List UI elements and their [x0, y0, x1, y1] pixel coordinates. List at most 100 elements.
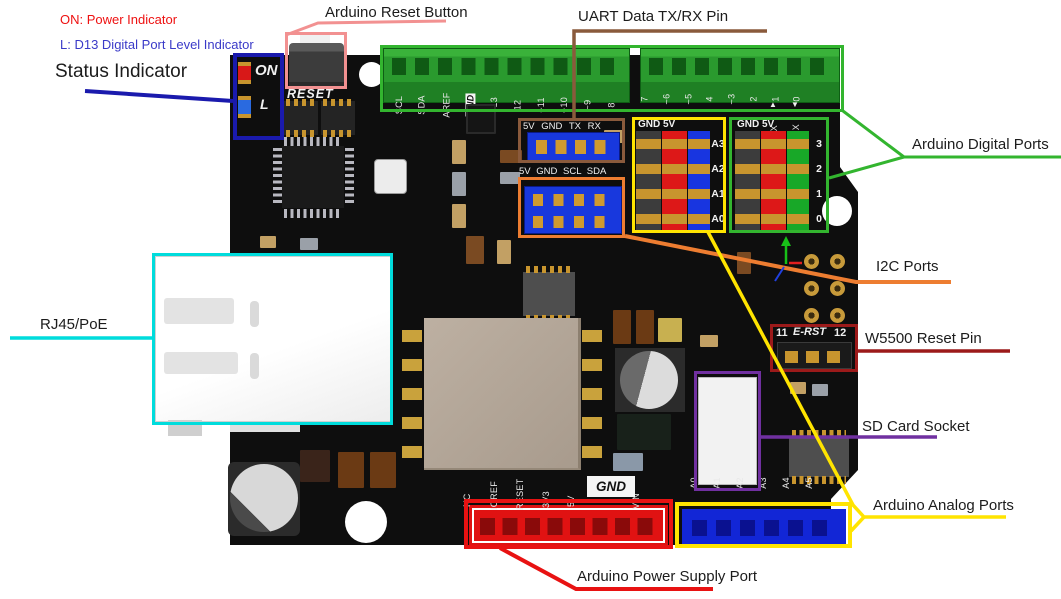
icsp-pad: [804, 308, 819, 323]
rj45-foot: [230, 422, 300, 432]
smd-component: [338, 452, 364, 488]
capacitor: [228, 462, 300, 536]
rj45-jack: [155, 256, 391, 422]
analog-block-5v-column: [662, 131, 687, 231]
ic-chip: [321, 99, 355, 137]
pin-label: A4: [780, 477, 791, 489]
pin-row-label: 0: [816, 212, 822, 225]
sd-card-box: [694, 371, 761, 491]
digital-block-box: [729, 117, 829, 233]
uart-header: [527, 132, 620, 162]
uart-label: UART Data TX/RX Pin: [578, 8, 729, 25]
analog-ports-leader-line-2: [849, 515, 866, 533]
l-silkscreen: L: [260, 96, 269, 112]
digital-block-signal-column: [787, 131, 809, 231]
i2c-pins-silkscreen: 5V GND SCL SDA: [519, 166, 607, 177]
l-d13-indicator-label: L: D13 Digital Port Level Indicator: [60, 37, 254, 52]
smd-component: [300, 238, 318, 250]
reset-button-label: Arduino Reset Button: [325, 4, 468, 21]
on-silkscreen: ON: [255, 62, 278, 79]
digital-block-gnd-column: [735, 131, 760, 231]
smd-component: [790, 382, 806, 394]
analog-block-signal-column: [688, 131, 710, 231]
header-pin-slots: [392, 58, 623, 75]
smd-component: [452, 140, 466, 164]
rj45-box: [152, 253, 393, 425]
smd-component: [452, 172, 466, 196]
digital-block-title: GND 5V: [737, 119, 775, 130]
smd-component: [658, 318, 682, 342]
smd-component: [300, 450, 330, 482]
mounting-hole: [345, 501, 387, 543]
soic-chip: [523, 266, 575, 322]
analog-block-title: GND 5V: [638, 119, 676, 130]
icsp-pad: [830, 308, 845, 323]
module-pads: [402, 330, 422, 462]
w5500-reset-box: [770, 324, 858, 372]
transformer-module: [424, 318, 581, 470]
ic-chip: [284, 99, 318, 137]
crystal-oscillator: [374, 159, 407, 194]
analog-block-gnd-column: [636, 131, 661, 231]
icsp-pad: [830, 281, 845, 296]
reset-button: [289, 43, 344, 89]
uart-box: [518, 118, 625, 163]
mounting-hole: [359, 62, 384, 87]
smd-component: [370, 452, 396, 488]
analog-connector-box: [675, 502, 852, 548]
analog-ports-label: Arduino Analog Ports: [873, 497, 1014, 514]
status-indicator-box: [233, 53, 284, 140]
smd-component: [737, 252, 751, 274]
capacitor: [615, 348, 685, 412]
icsp-pad: [830, 254, 845, 269]
smd-component: [636, 310, 654, 344]
smd-component: [617, 414, 671, 450]
gnd-silkscreen-plate: GND: [587, 476, 635, 497]
pin-row-label: A3: [711, 137, 725, 150]
status-leader-line: [84, 89, 234, 103]
analog-block-box: [632, 117, 726, 233]
power-led: [238, 62, 251, 84]
icsp-pad: [804, 254, 819, 269]
module-pads: [582, 330, 602, 462]
reset-button-box: [285, 32, 347, 89]
pin-row-label: 3: [816, 137, 822, 150]
digital-headers-box: [380, 45, 844, 112]
i2c-header: [524, 186, 622, 234]
d13-led: [238, 96, 251, 118]
digital-ports-label: Arduino Digital Ports: [912, 136, 1049, 153]
pin-label: A5: [803, 477, 814, 489]
gnd-silkscreen: GND: [596, 479, 626, 494]
pin-row-label: A0: [711, 212, 725, 225]
smd-component: [613, 310, 631, 344]
pin-row-label: 1: [816, 187, 822, 200]
pin-row-label: A2: [711, 162, 725, 175]
icsp-pad: [804, 281, 819, 296]
pin-row-label: A1: [711, 187, 725, 200]
i2c-box: [518, 177, 625, 238]
smd-component: [466, 236, 484, 264]
smd-component: [700, 335, 718, 347]
rj45-label: RJ45/PoE: [40, 316, 108, 333]
qfp-chip: [272, 136, 356, 220]
w5500-reset-label: W5500 Reset Pin: [865, 330, 982, 347]
smd-component: [452, 204, 466, 228]
tx-arrow-mark: ▲: [769, 100, 777, 109]
sd-card-label: SD Card Socket: [862, 418, 970, 435]
smd-component: [812, 384, 828, 396]
power-connector: [469, 505, 668, 546]
pin-row-label: 2: [816, 162, 822, 175]
status-indicator-label: Status Indicator: [55, 61, 188, 82]
smd-component: [613, 453, 643, 471]
power-connector-box: [464, 499, 673, 549]
smd-component: [500, 172, 520, 184]
reset-silkscreen: RESET: [287, 87, 334, 101]
on-power-indicator-label: ON: Power Indicator: [60, 12, 178, 27]
rx-arrow-mark: ▼: [791, 100, 799, 109]
power-supply-label: Arduino Power Supply Port: [577, 568, 758, 585]
uart-pins-silkscreen: 5V GND TX RX: [523, 121, 601, 132]
smd-component: [260, 236, 276, 248]
smd-component: [500, 150, 522, 163]
